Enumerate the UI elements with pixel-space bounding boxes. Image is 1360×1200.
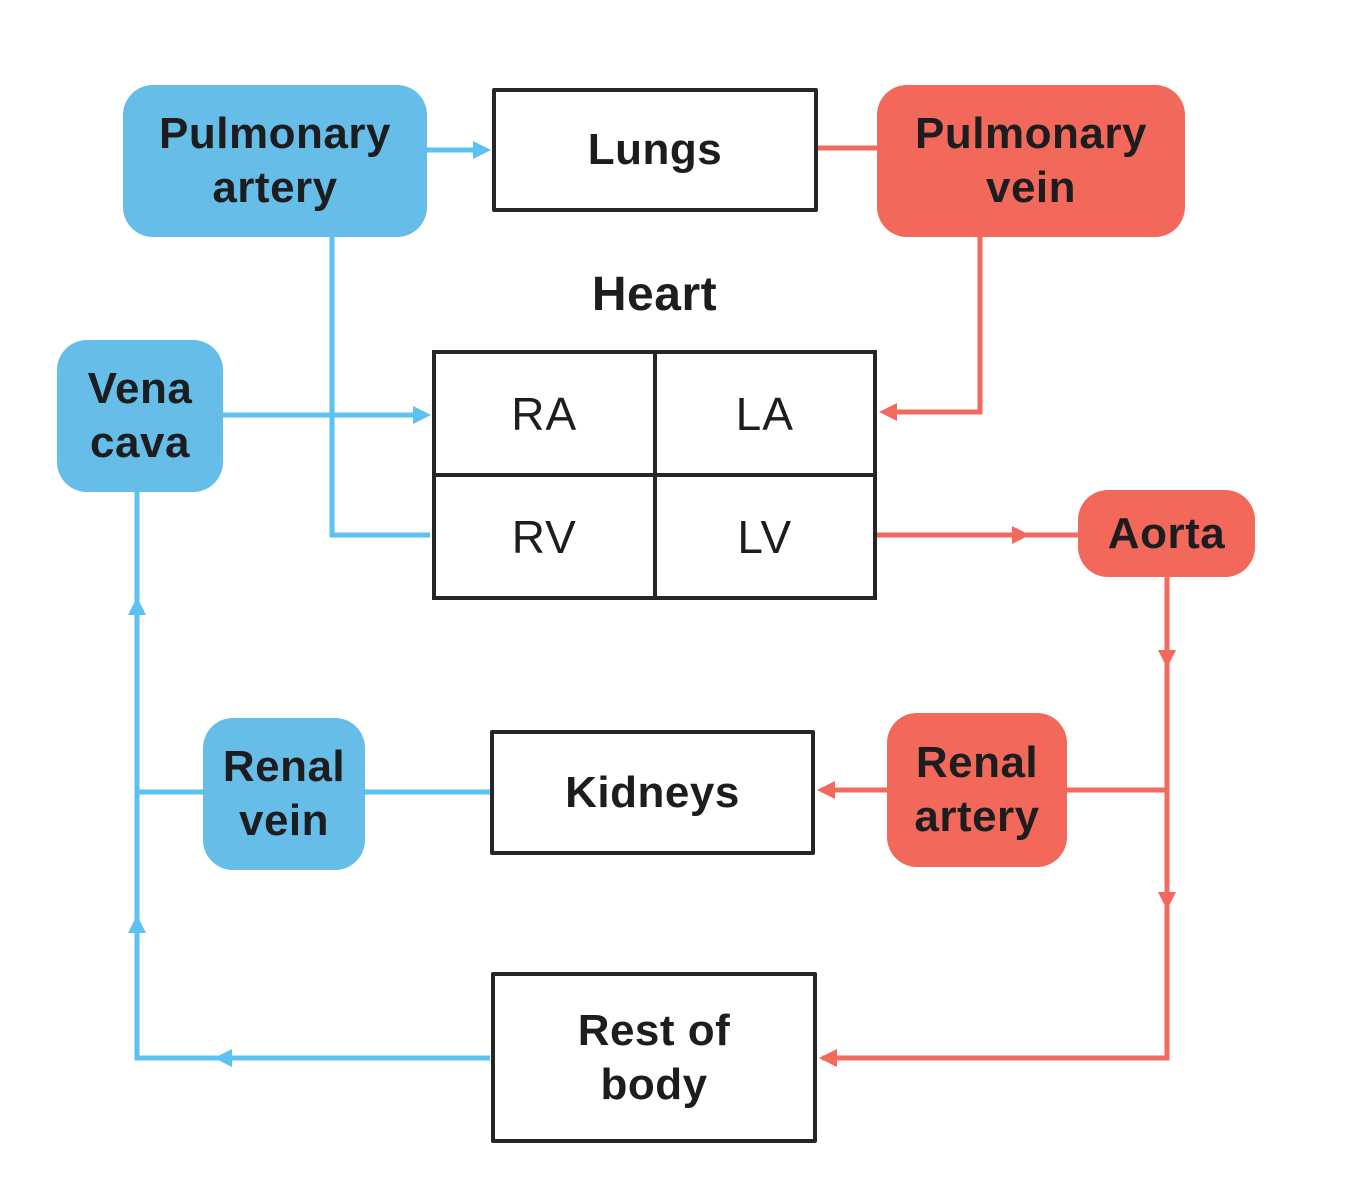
down-arrow-lower-icon [1158, 892, 1176, 910]
aorta-node: Aorta [1078, 490, 1255, 577]
renal-vein-node: Renal vein [203, 718, 365, 870]
arrow-into-la-icon [879, 403, 897, 421]
body-return-to-vena-cava-line [134, 492, 490, 1061]
up-arrow-upper-icon [128, 597, 146, 615]
rv-to-pulmonary-artery-line [329, 236, 430, 538]
aorta-to-body-line [822, 577, 1170, 1061]
chamber-ra: RA [436, 354, 655, 475]
rest-of-body-node: Rest of body [491, 972, 817, 1143]
renal-artery-node: Renal artery [887, 713, 1067, 867]
pulmonary-vein-to-la-line [884, 237, 983, 415]
pulmonary-vein-node: Pulmonary vein [877, 85, 1185, 237]
chamber-lv: LV [654, 475, 873, 596]
arrow-into-aorta-icon [1012, 526, 1030, 544]
arrow-into-rest-of-body-icon [819, 1049, 837, 1067]
pulmonary-artery-node: Pulmonary artery [123, 85, 427, 237]
heart-grid: RA LA RV LV [432, 350, 877, 600]
heart-title: Heart [591, 267, 718, 321]
vena-cava-node: Vena cava [57, 340, 223, 492]
lungs-node: Lungs [492, 88, 818, 212]
arrow-into-ra-icon [413, 406, 431, 424]
chamber-rv: RV [436, 475, 655, 596]
kidneys-node: Kidneys [490, 730, 815, 855]
down-arrow-upper-icon [1158, 650, 1176, 668]
arrow-into-kidneys-icon [817, 781, 835, 799]
left-arrow-bottom-icon [214, 1049, 232, 1067]
chamber-la: LA [654, 354, 873, 475]
arrow-into-lungs-icon [473, 141, 491, 159]
up-arrow-lower-icon [128, 915, 146, 933]
